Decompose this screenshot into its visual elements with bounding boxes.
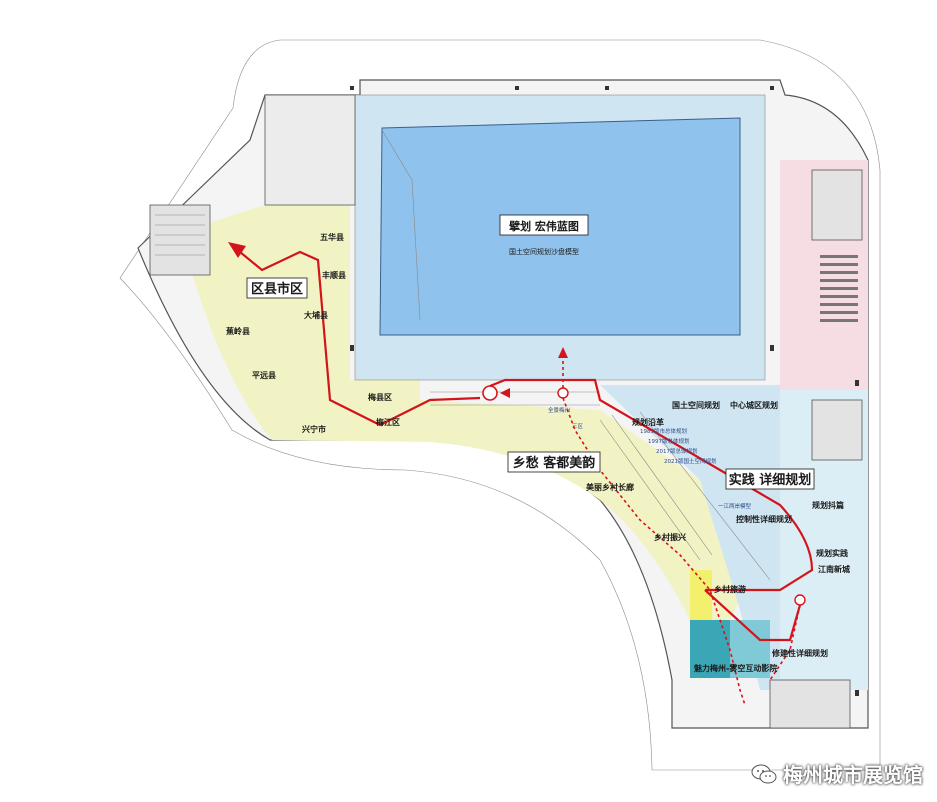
label-zhongxin-guihua: 中心城区规划 bbox=[730, 400, 778, 410]
label-kongzhi-guihua: 控制性详细规划 bbox=[736, 514, 792, 524]
label-meili-xiangcun: 美丽乡村长廊 bbox=[586, 482, 634, 492]
label-jiaoling: 蕉岭县 bbox=[226, 326, 250, 336]
start-marker bbox=[482, 385, 498, 401]
label-meili-meizhou: 魅力梅州-雾空互动影院 bbox=[694, 663, 777, 673]
label-jiangnan-xincheng: 江南新城 bbox=[818, 564, 850, 574]
label-guihua-yange: 规划沿革 bbox=[632, 417, 664, 427]
district-box bbox=[246, 277, 308, 299]
route-arrow-left bbox=[228, 242, 246, 258]
label-y2021: 2021版国土空间规划 bbox=[664, 457, 717, 465]
rural-strip bbox=[690, 570, 712, 620]
site-boundary bbox=[119, 39, 881, 771]
label-dabu: 大埔县 bbox=[304, 310, 328, 320]
cinema-block bbox=[690, 620, 730, 678]
label-y1989: 1989版市总体规划 bbox=[640, 427, 687, 435]
watermark: 梅州城市展览馆 bbox=[751, 759, 923, 788]
label-meixian: 梅县区 bbox=[368, 392, 392, 402]
watermark-text: 梅州城市展览馆 bbox=[783, 763, 923, 787]
toilet-block bbox=[264, 94, 356, 206]
columns bbox=[350, 86, 859, 696]
route-main bbox=[489, 378, 814, 592]
yellow-zone bbox=[180, 205, 740, 680]
label-fengshun: 丰顺县 bbox=[322, 270, 346, 280]
practice-box-label: 实践 详细规划 bbox=[729, 472, 812, 488]
junction-marker-1 bbox=[557, 387, 569, 399]
central-box-sub: 国土空间规划沙盘模型 bbox=[509, 247, 579, 256]
route-dashed-down bbox=[562, 397, 746, 706]
hakka-box bbox=[507, 451, 601, 473]
label-quanjing: 全景梅州 bbox=[548, 406, 570, 414]
route-arrow-up bbox=[558, 347, 568, 358]
label-sanqu: 三区 bbox=[572, 423, 584, 430]
hakka-box-label: 乡愁 客都美韵 bbox=[513, 455, 596, 471]
district-box-label: 区县市区 bbox=[251, 281, 303, 297]
label-xiujian-guihua: 修建性详细规划 bbox=[771, 648, 828, 658]
label-guihua-shijian: 规划实践 bbox=[816, 548, 848, 558]
central-box bbox=[499, 214, 589, 236]
seating bbox=[820, 255, 858, 322]
label-guotu-guihua: 国土空间规划 bbox=[672, 400, 720, 410]
label-wuhua: 五华县 bbox=[320, 232, 344, 242]
stair-block-lower-right bbox=[811, 399, 863, 461]
junction-marker-2 bbox=[794, 594, 806, 606]
route-lower bbox=[704, 589, 802, 642]
label-yijiang: 一江两岸模型 bbox=[718, 502, 752, 510]
stair-block-left bbox=[149, 204, 211, 276]
practice-box bbox=[725, 468, 815, 490]
label-guihua-bujing: 规划抖篇 bbox=[812, 500, 844, 510]
label-xiangcun-lvyou: 乡村旅游 bbox=[714, 584, 746, 594]
label-pingyuan: 平远县 bbox=[252, 371, 276, 380]
stair-block-bottom bbox=[769, 679, 851, 729]
route-arrow-start bbox=[500, 388, 510, 398]
label-y2017: 2017版总体规划 bbox=[656, 447, 698, 455]
route-left bbox=[239, 250, 481, 427]
label-xiangcun-zhenxing: 乡村振兴 bbox=[654, 532, 686, 542]
label-xingning: 兴宁市 bbox=[302, 424, 326, 434]
central-box-title: 擘划 宏伟蓝图 bbox=[509, 219, 579, 233]
label-meijiang: 梅江区 bbox=[376, 417, 400, 427]
stair-block-right bbox=[811, 169, 863, 241]
wechat-icon bbox=[751, 764, 777, 783]
label-y1997: 1997版总体规划 bbox=[648, 437, 690, 445]
